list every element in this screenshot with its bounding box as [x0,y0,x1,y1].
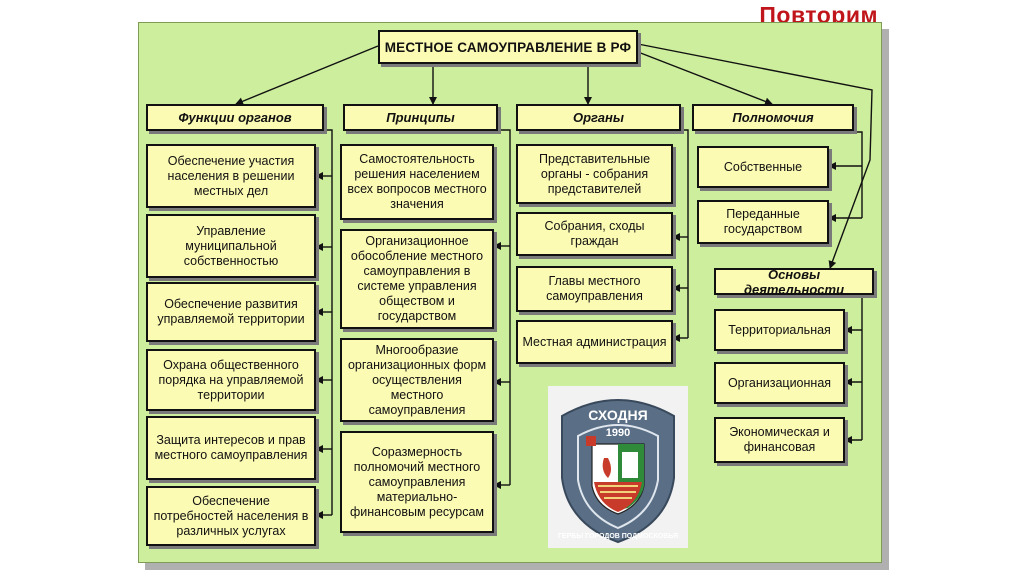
header-principles: Принципы [343,104,498,131]
badge-year: 1990 [606,427,630,439]
organ-item: Представительные органы - собрания предс… [516,144,673,204]
main-title: МЕСТНОЕ САМОУПРАВЛЕНИЕ В РФ [378,30,638,64]
header-functions: Функции органов [146,104,324,131]
function-item: Обеспечение участия населения в решении … [146,144,316,208]
header-organs: Органы [516,104,681,131]
badge-top-text: СХОДНЯ [588,407,647,423]
badge-drawing: СХОДНЯ 1990 ГЕРБЫ ГОРОДОВ ПОДМОСКОВЬЯ [558,399,678,544]
function-item: Управление муниципальной собственностью [146,214,316,278]
function-item: Обеспечение потребностей населения в раз… [146,486,316,546]
organ-item: Собрания, сходы граждан [516,212,673,256]
principle-item: Соразмерность полномочий местного самоуп… [340,431,494,533]
power-item: Переданные государством [697,200,829,244]
badge-ring-text: ГЕРБЫ ГОРОДОВ ПОДМОСКОВЬЯ [558,533,678,540]
basis-item: Экономическая и финансовая [714,417,845,463]
principle-item: Организационное обособление местного сам… [340,229,494,329]
header-powers: Полномочия [692,104,854,131]
principle-item: Многообразие организационных форм осущес… [340,338,494,422]
basis-item: Территориальная [714,309,845,351]
power-item: Собственные [697,146,829,188]
header-basis: Основы деятельности [714,267,874,297]
organ-item: Главы местного самоуправления [516,266,673,312]
organ-item: Местная администрация [516,320,673,364]
basis-item: Организационная [714,362,845,404]
function-item: Защита интересов и прав местного самоупр… [146,416,316,480]
function-item: Обеспечение развития управляемой террито… [146,282,316,342]
principle-item: Самостоятельность решения населением все… [340,144,494,220]
function-item: Охрана общественного порядка на управляе… [146,349,316,411]
coat-of-arms-badge-image: СХОДНЯ 1990 ГЕРБЫ ГОРОДОВ ПОДМОСКОВЬЯ [548,386,688,548]
